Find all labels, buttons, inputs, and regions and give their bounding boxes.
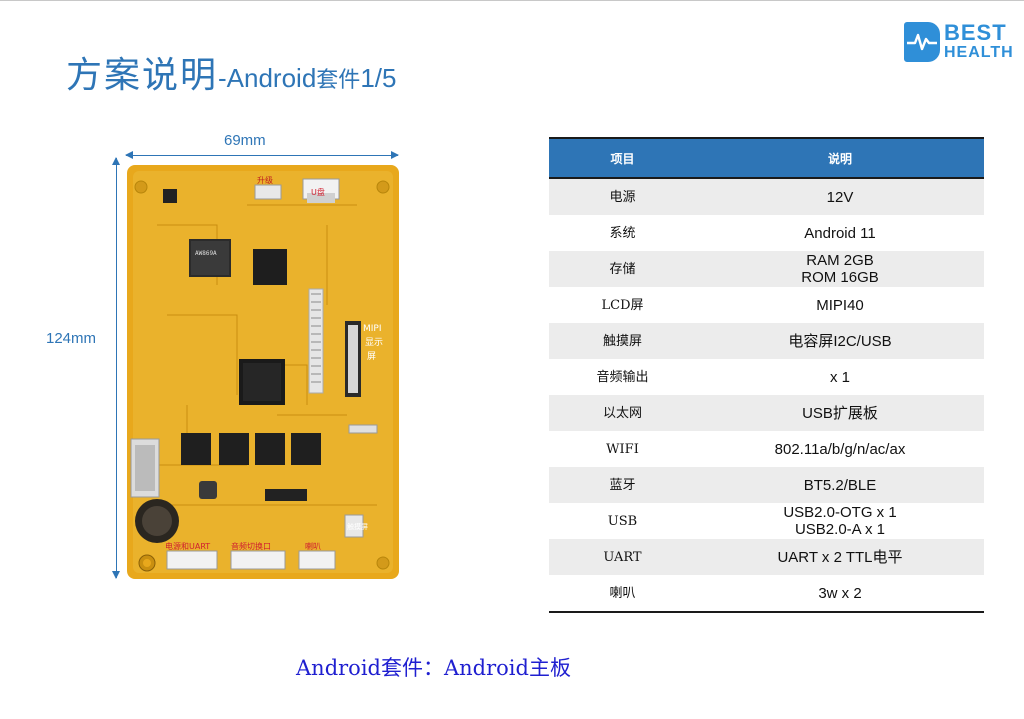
row-value: 802.11a/b/g/n/ac/ax <box>696 431 984 467</box>
row-key: 喇叭 <box>549 575 696 613</box>
board-touch-label: 触摸屏 <box>347 522 368 531</box>
top-rule <box>0 0 1024 1</box>
header-item: 项目 <box>549 137 696 179</box>
board-mipi-label-2: 显示 <box>365 337 383 348</box>
android-board-photo: AW869A 升级 U盘 MIPI 显示 屏 触摸屏 电源和UART 音频切换口… <box>127 165 399 579</box>
value-line: USB2.0-OTG x 1 <box>783 504 897 521</box>
row-key: 触摸屏 <box>549 323 696 359</box>
row-key: 存储 <box>549 251 696 287</box>
row-key: USB <box>549 503 696 539</box>
page-title: 方案说明-Android套件1/5 <box>66 46 396 98</box>
row-key: 电源 <box>549 178 696 215</box>
best-health-logo: BEST HEALTH <box>904 20 1016 64</box>
header-description: 说明 <box>696 137 984 179</box>
row-value: 3w x 2 <box>696 575 984 613</box>
value-line: USB2.0-A x 1 <box>794 521 886 538</box>
width-dimension-label: 69mm <box>224 132 266 149</box>
row-key: 以太网 <box>549 395 696 431</box>
board-upgrade-label: 升级 <box>257 175 273 185</box>
row-key: UART <box>549 539 696 575</box>
height-dimension-arrow <box>112 157 120 579</box>
row-value: Android 11 <box>696 215 984 251</box>
heartbeat-icon <box>904 22 940 62</box>
value-line: RAM 2GB <box>806 252 874 269</box>
row-key: LCD屏 <box>549 287 696 323</box>
row-value: UART x 2 TTL电平 <box>696 539 984 575</box>
title-cn: 方案说明 <box>66 55 219 96</box>
board-speaker-label: 喇叭 <box>305 541 321 551</box>
table-row: 触摸屏电容屏I2C/USB <box>549 323 984 359</box>
logo-text-best: BEST <box>944 20 1007 45</box>
logo-text-health: HEALTH <box>944 44 1014 61</box>
row-key: 蓝牙 <box>549 467 696 503</box>
board-power-uart-label: 电源和UART <box>165 541 210 551</box>
title-en: -Android <box>218 63 317 93</box>
row-key: 系统 <box>549 215 696 251</box>
height-dimension-label: 124mm <box>46 330 97 347</box>
spec-table-header: 项目 说明 <box>549 137 984 179</box>
row-value: BT5.2/BLE <box>696 467 984 503</box>
board-audio-label: 音频切换口 <box>231 541 271 551</box>
row-value: 电容屏I2C/USB <box>696 323 984 359</box>
board-udisk-label: U盘 <box>311 187 325 197</box>
row-key: 音频输出 <box>549 359 696 395</box>
value-line: ROM 16GB <box>801 269 879 286</box>
title-page: 1/5 <box>360 63 397 93</box>
row-value: 12V <box>696 178 984 215</box>
board-mipi-label: MIPI <box>363 324 382 334</box>
title-cn2: 套件 <box>316 68 361 93</box>
row-value: USB扩展板 <box>696 395 984 431</box>
row-value: MIPI40 <box>696 287 984 323</box>
board-mipi-label-3: 屏 <box>367 351 376 362</box>
slide-caption: Android套件：Android主板 <box>296 656 571 680</box>
width-dimension-arrow <box>125 151 399 159</box>
board-wifi-chip: AW869A <box>195 250 217 257</box>
row-value: x 1 <box>696 359 984 395</box>
row-key: WIFI <box>549 431 696 467</box>
